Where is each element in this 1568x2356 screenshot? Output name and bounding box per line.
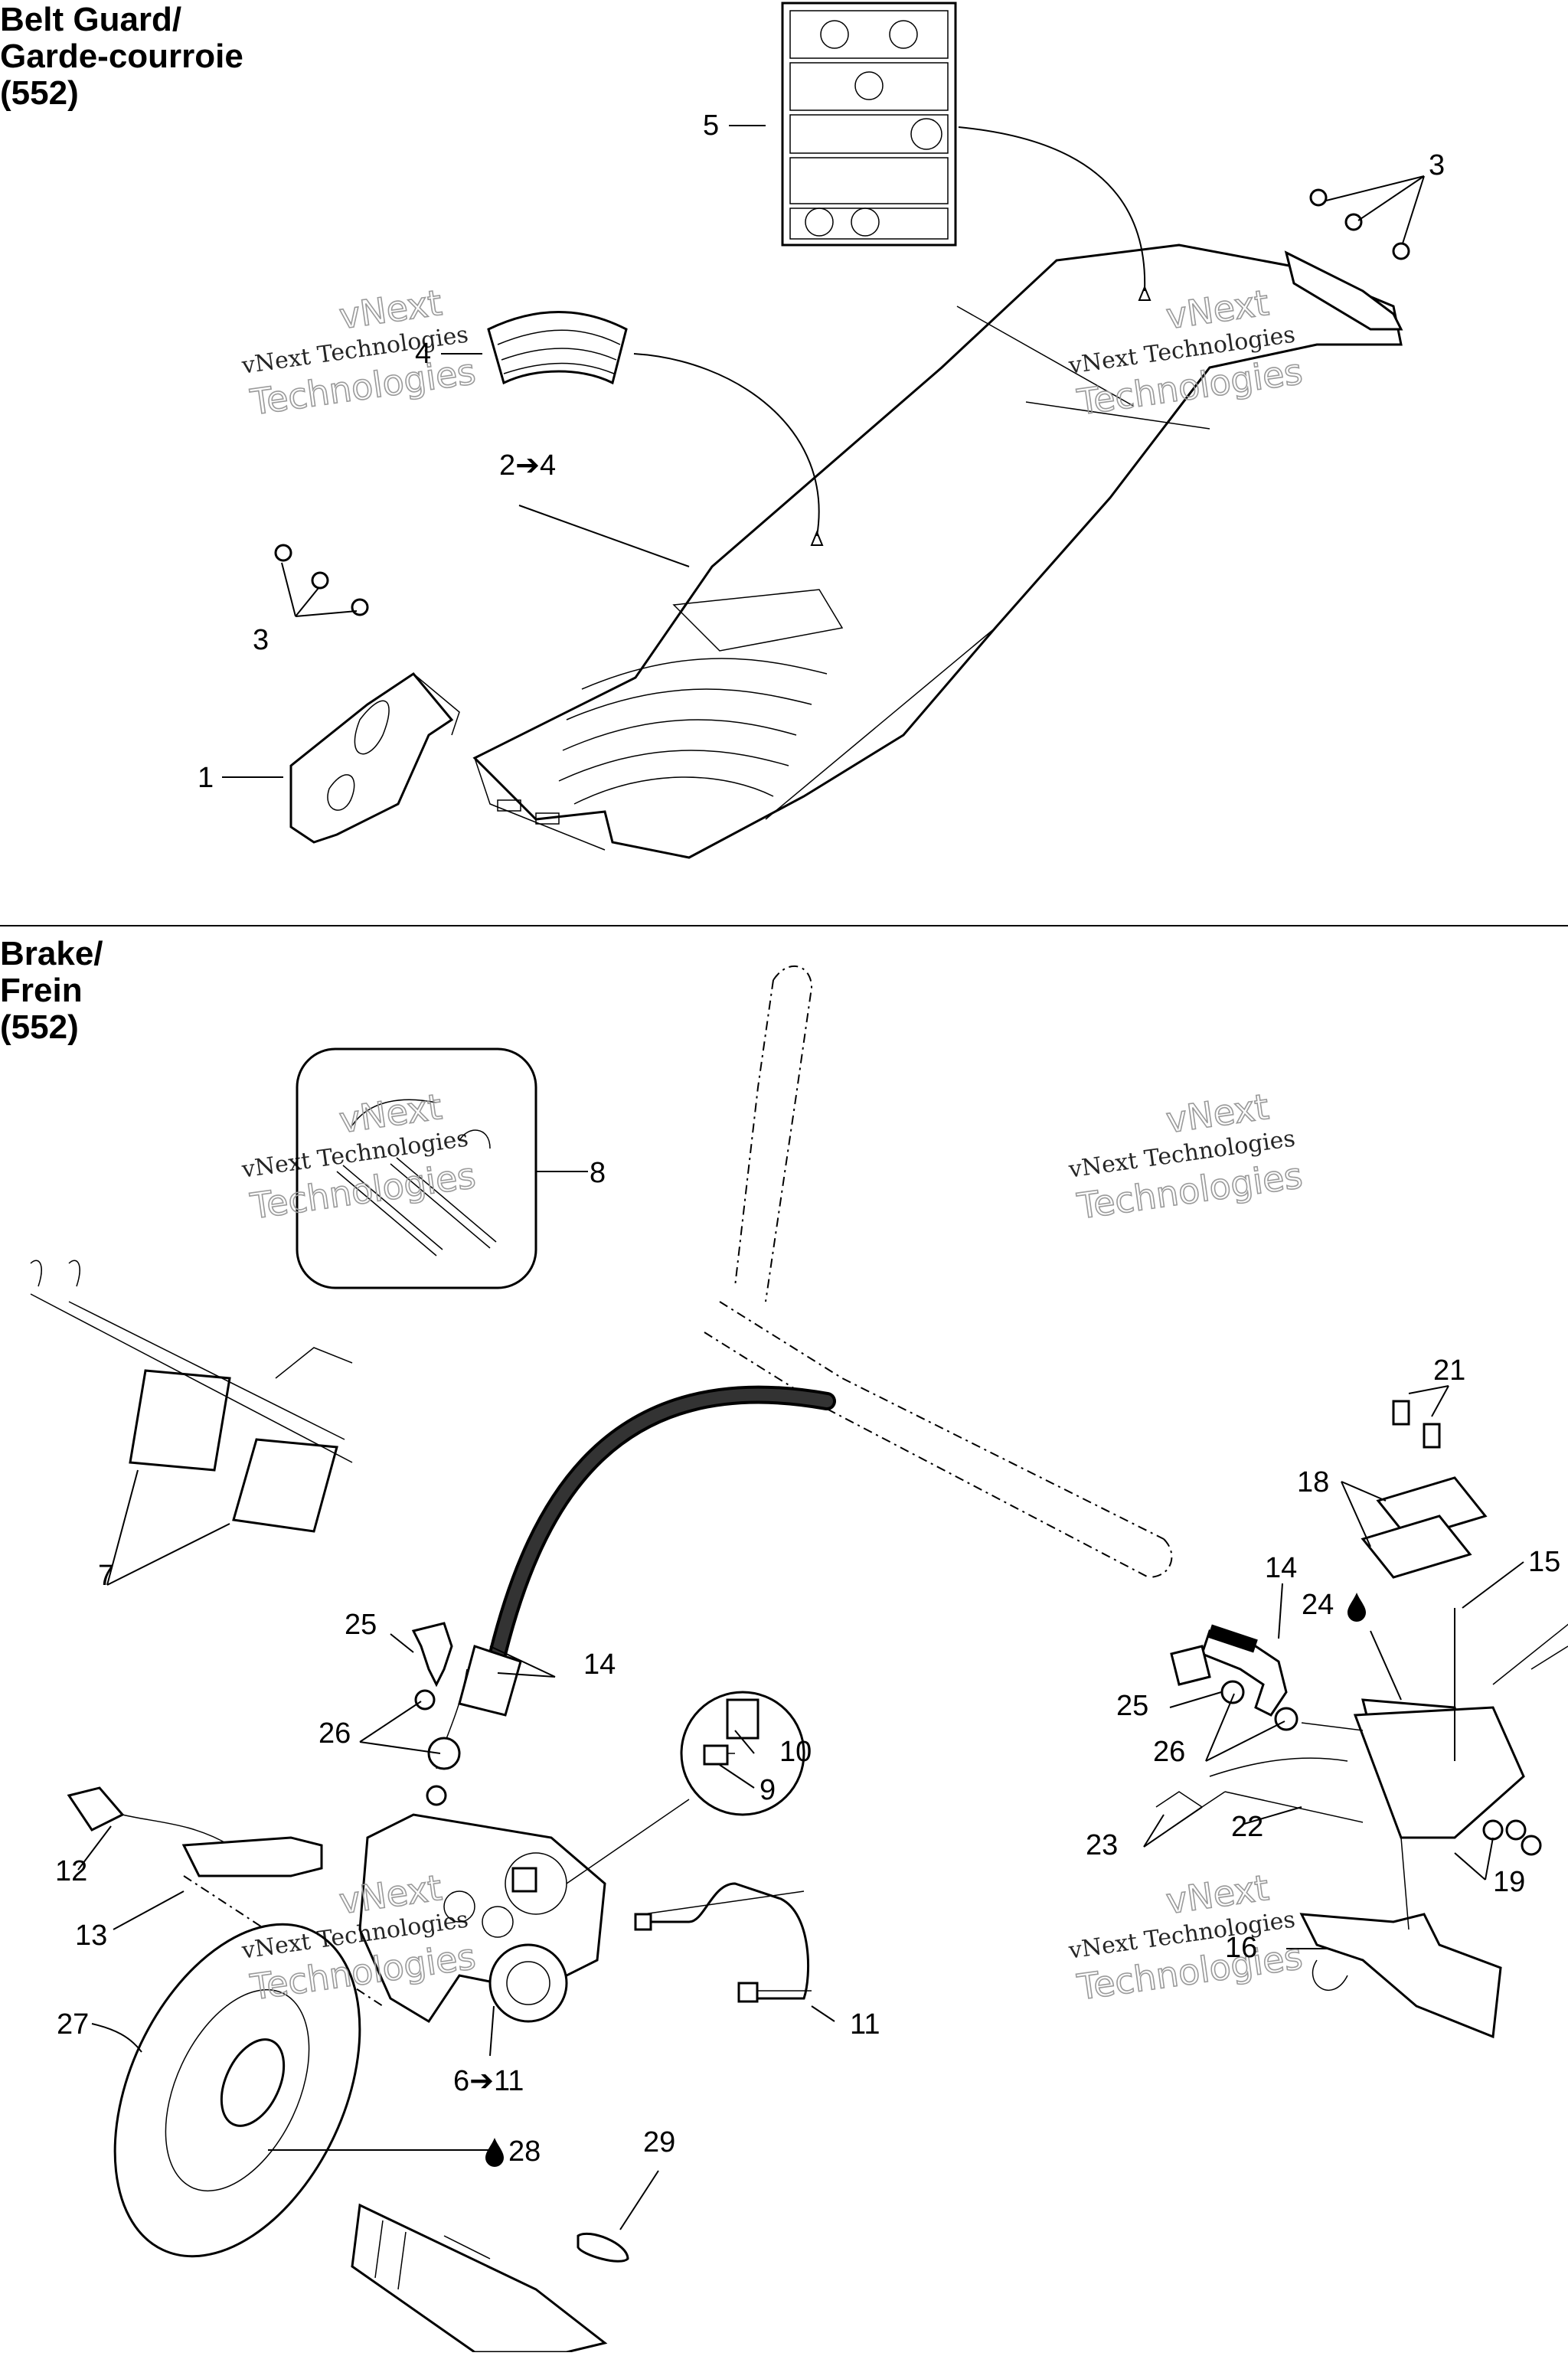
callout-label: 23 <box>1086 1829 1118 1861</box>
nuts-3 <box>274 188 1410 616</box>
callout-label: 15 <box>1528 1546 1560 1578</box>
callout-label: 26 <box>318 1717 351 1750</box>
brake-pads-7 <box>30 1260 353 1533</box>
brake-hose <box>436 1385 836 1769</box>
callout-label: 6➔11 <box>453 2065 524 2097</box>
callout-label: 19 <box>1493 1866 1525 1898</box>
brake-leaders <box>77 1171 1524 2230</box>
drop-icon <box>485 2138 504 2167</box>
label-4 <box>487 311 628 385</box>
callout-label: 4 <box>415 338 431 370</box>
section-title-line: (552) <box>0 74 79 112</box>
shaft-and-key <box>351 2203 629 2354</box>
bolts-21-25 <box>411 1400 1441 1806</box>
callout-label: 29 <box>643 2126 675 2158</box>
callout-label: 8 <box>590 1157 606 1189</box>
belt-guard-callouts: 5 3 4 2➔4 3 1 <box>198 109 1445 794</box>
brake-line-11 <box>634 1882 812 2003</box>
section-title-line: Brake/ <box>0 935 103 972</box>
callout-label: 27 <box>57 2008 89 2041</box>
callout-label: 22 <box>1231 1811 1263 1843</box>
callout-label: 10 <box>779 1736 812 1768</box>
brake-callouts: 8 21 18 15 14 24 7 25 14 26 10 9 25 26 2… <box>55 1157 1560 2168</box>
decal-label-5 <box>781 2 957 247</box>
callout-label: 7 <box>98 1560 114 1592</box>
detail-box-8 <box>296 1047 537 1289</box>
bolt-12-bracket-13 <box>67 1786 384 2007</box>
section-divider <box>0 925 1568 926</box>
section-title-line: Garde-courroie <box>0 38 243 75</box>
callout-label: 1 <box>198 762 214 794</box>
callout-label: 16 <box>1225 1932 1257 1964</box>
cable-22-23 <box>1155 1757 1364 1823</box>
callout-label: 14 <box>583 1649 616 1681</box>
callout-label: 12 <box>55 1855 87 1887</box>
brake-disc-27 <box>113 1923 361 2258</box>
callout-label: 28 <box>508 2135 541 2168</box>
callout-label: 18 <box>1297 1466 1329 1498</box>
callout-label: 2➔4 <box>499 449 556 482</box>
callout-label: 3 <box>1429 149 1445 181</box>
section-title-line: Belt Guard/ <box>0 1 182 38</box>
callout-label: 21 <box>1433 1354 1465 1387</box>
belt-guard-cover <box>472 243 1403 859</box>
handlebar-outline <box>704 965 1173 1578</box>
callout-label: 13 <box>75 1920 107 1952</box>
master-cylinder-assembly <box>1299 1476 1568 2039</box>
callout-label: 11 <box>850 2008 880 2041</box>
section-title-brake: Brake/ Frein (552) <box>0 936 103 1046</box>
section-title-belt-guard: Belt Guard/ Garde-courroie (552) <box>0 2 243 112</box>
caliper-6 <box>358 1813 606 2024</box>
callout-label: 25 <box>1116 1690 1148 1722</box>
callout-label: 3 <box>253 624 269 656</box>
hose-14-right <box>1200 1624 1364 1731</box>
callout-label: 24 <box>1302 1589 1334 1621</box>
callout-label: 26 <box>1153 1736 1185 1768</box>
belt-guard-leaders <box>222 125 1425 778</box>
section-title-line: (552) <box>0 1008 79 1046</box>
callout-label: 9 <box>760 1774 776 1806</box>
detail-circle-9-10 <box>566 1691 805 1884</box>
callout-label: 14 <box>1265 1552 1297 1584</box>
belt-guard-bracket-1 <box>289 672 460 844</box>
section-title-line: Frein <box>0 972 83 1009</box>
callout-label: 25 <box>345 1609 377 1641</box>
callout-label: 5 <box>703 109 719 142</box>
drop-icon <box>1348 1593 1366 1622</box>
